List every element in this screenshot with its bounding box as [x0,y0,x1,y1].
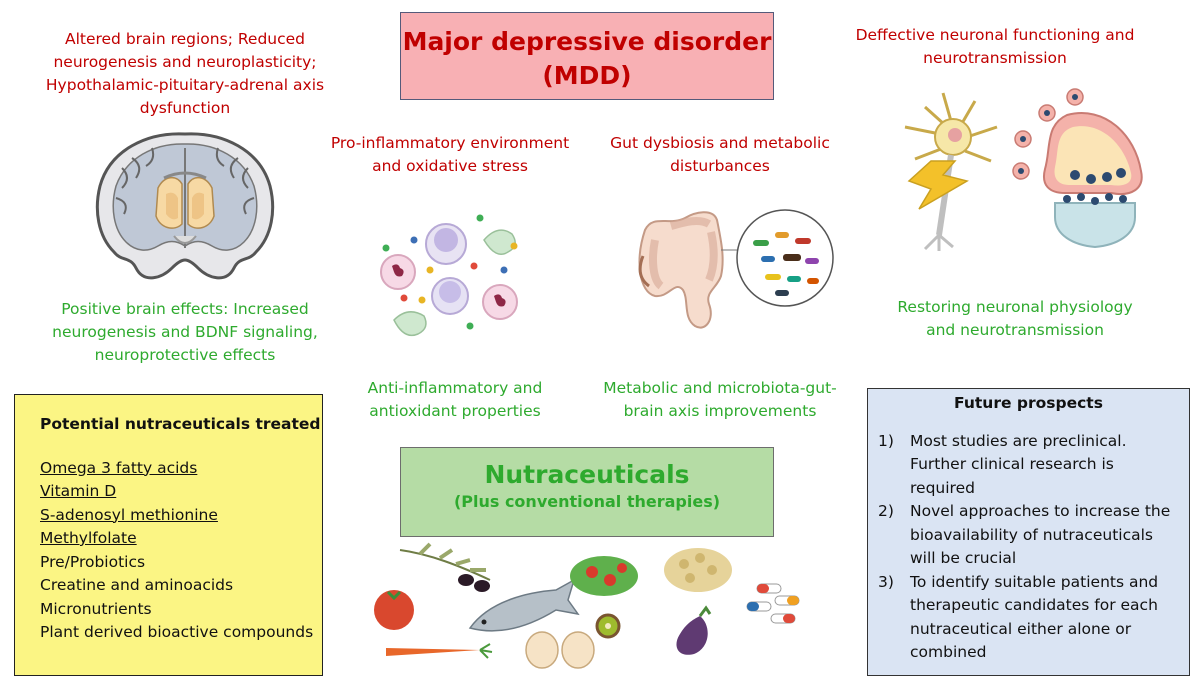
neuron-benefit-line: and neurotransmission [926,321,1104,339]
future-item-text: Novel approaches to increase the bioavai… [910,500,1170,571]
potential-item: Micronutrients [40,599,152,618]
future-item: 2) Novel approaches to increase the bioa… [868,500,1189,571]
future-item-line: therapeutic candidates for each [910,596,1158,614]
future-item-line: Most studies are preclinical. [910,431,1127,450]
potential-item: Omega 3 fatty acids [40,458,198,477]
gut-benefit-text: Metabolic and microbiota-gut- brain axis… [570,377,870,423]
neuron-synapse-icon [904,88,1143,251]
neuron-problem-text: Deffective neuronal functioning and neur… [830,24,1160,70]
potential-nutraceuticals-box: Potential nutraceuticals treated Omega 3… [14,394,323,676]
neuron-problem-line: Deffective neuronal functioning and [855,26,1135,44]
potential-item: Methylfolate [40,529,137,547]
nutraceuticals-subtitle: (Plus conventional therapies) [453,492,721,511]
gut-problem-line: disturbances [670,157,770,175]
nutraceuticals-box: Nutraceuticals (Plus conventional therap… [400,447,774,537]
potential-heading: Potential nutraceuticals treated [40,415,321,433]
inflammation-benefit-line: antioxidant properties [369,402,541,420]
future-item-number: 1) [878,431,894,450]
brain-benefit-text: Positive brain effects: Increased neurog… [20,298,350,367]
potential-item: Vitamin D [40,482,117,500]
brain-problem-line: Altered brain regions; Reduced [64,30,306,48]
future-item-line: To identify suitable patients and [910,572,1159,591]
brain-problem-line: dysfunction [139,99,231,117]
future-item-line: will be crucial [910,549,1017,567]
brain-benefit-line: Positive brain effects: Increased [61,300,309,318]
future-item: 1) Most studies are preclinical. Further… [868,430,1189,501]
future-heading: Future prospects [954,394,1103,412]
future-item-number: 2) [878,502,894,520]
food-items-icon [374,542,732,669]
future-item-line: Novel approaches to increase the [910,502,1171,520]
gut-problem-line: Gut dysbiosis and metabolic [610,134,830,152]
nutraceuticals-title: Nutraceuticals [484,460,690,489]
future-prospects-box: Future prospects 1) Most studies are pre… [867,388,1190,676]
title-line2: (MDD) [542,61,632,90]
future-item: 3) To identify suitable patients and the… [868,571,1189,665]
future-item-line: combined [910,643,987,661]
future-item-number: 3) [878,572,894,591]
neuron-benefit-text: Restoring neuronal physiology and neurot… [860,296,1170,342]
gut-benefit-line: Metabolic and microbiota-gut- [603,379,837,397]
capsules-icon [746,583,800,624]
inflammation-problem-text: Pro-inflammatory environment and oxidati… [300,132,600,178]
future-item-line: nutraceutical either alone or [910,619,1132,638]
potential-item: Creatine and aminoacids [40,576,234,594]
inflammation-benefit-line: Anti-inflammatory and [367,379,543,397]
future-item-text: Most studies are preclinical. Further cl… [910,430,1127,501]
brain-coronal-icon [95,132,275,280]
future-item-line: bioavailability of nutraceuticals [910,525,1153,544]
neuron-problem-line: neurotransmission [923,49,1067,67]
potential-item: Pre/Probiotics [40,552,146,571]
potential-item: S-adenosyl methionine [40,505,218,524]
brain-problem-text: Altered brain regions; Reduced neurogene… [20,28,350,120]
future-item-line: required [910,478,975,497]
neuron-benefit-line: Restoring neuronal physiology [897,298,1133,316]
inflammation-problem-line: and oxidative stress [372,157,528,175]
inflammation-benefit-text: Anti-inflammatory and antioxidant proper… [305,377,605,423]
potential-item: Plant derived bioactive compounds [40,623,314,641]
title-line1: Major depressive disorder [402,27,772,56]
future-item-text: To identify suitable patients and therap… [910,571,1158,665]
brain-benefit-line: neurogenesis and BDNF signaling, [52,323,318,341]
gut-benefit-line: brain axis improvements [623,402,817,420]
brain-problem-line: Hypothalamic-pituitary-adrenal axis [45,76,325,94]
title-box: Major depressive disorder (MDD) [400,12,774,100]
brain-problem-line: neurogenesis and neuroplasticity; [53,53,317,71]
gut-microbiota-icon [638,209,834,329]
brain-benefit-line: neuroprotective effects [94,346,276,364]
immune-cells-icon [380,214,518,337]
gut-problem-text: Gut dysbiosis and metabolic disturbances [575,132,865,178]
inflammation-problem-line: Pro-inflammatory environment [330,134,570,152]
future-item-line: Further clinical research is [910,455,1114,473]
